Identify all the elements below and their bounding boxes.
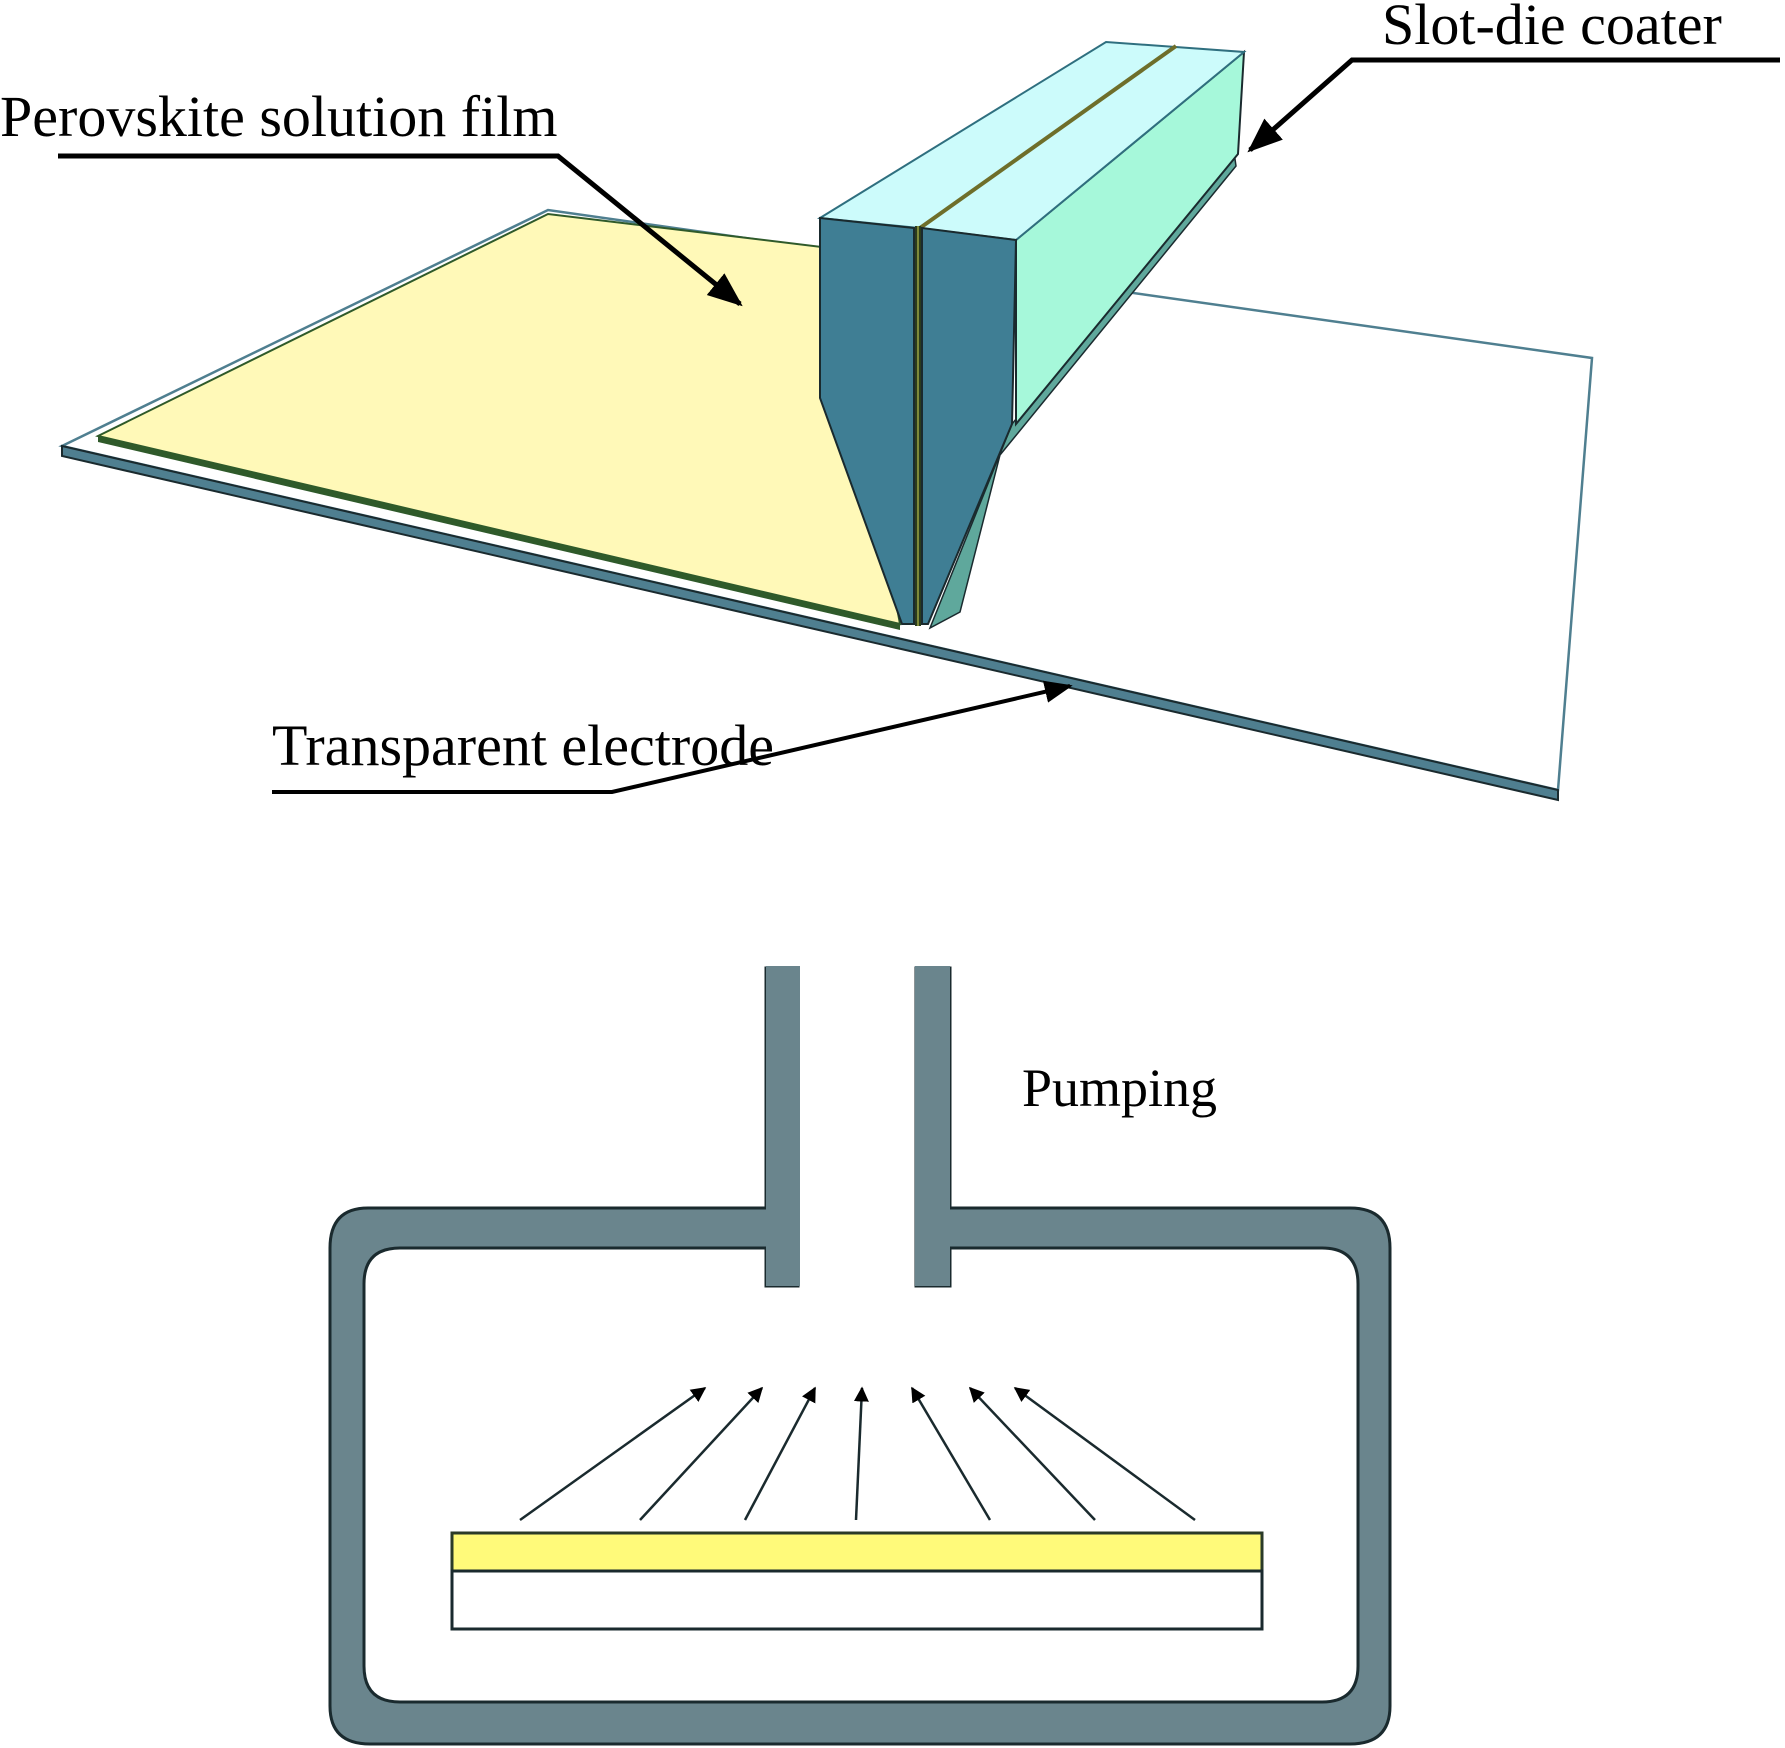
- pump-tube-right: [915, 966, 950, 1286]
- evaporation-arrow: [968, 1386, 1096, 1521]
- film-top-face: [95, 212, 902, 626]
- substrate-layer: [450, 1569, 1264, 1631]
- evaporation-arrow: [743, 1386, 817, 1521]
- coater-front-right-face: [921, 226, 1018, 625]
- evaporation-arrow: [519, 1386, 707, 1522]
- evaporation-arrow: [1013, 1386, 1196, 1522]
- coater-label-group: Slot-die coater: [1247, 0, 1780, 153]
- coater-label: Slot-die coater: [1382, 0, 1722, 57]
- film-edge: [98, 436, 900, 630]
- electrode-leader-arrow: [272, 680, 1073, 794]
- electrode-label: Transparent electrode: [272, 713, 774, 778]
- slot-die-coater: [816, 40, 1247, 630]
- electrode-label-group: Transparent electrode: [272, 680, 1073, 794]
- slot-die-panel: Perovskite solution film Slot-die coater…: [0, 0, 1780, 802]
- evaporation-arrows: [519, 1386, 1196, 1522]
- film-label-group: Perovskite solution film: [0, 84, 743, 307]
- evaporation-arrow: [910, 1386, 992, 1521]
- pump-tube-left: [766, 966, 800, 1286]
- pumping-label: Pumping: [1022, 1058, 1217, 1118]
- evaporation-arrow: [639, 1386, 764, 1521]
- electrode-front-edge: [61, 444, 1559, 802]
- coater-slot-line: [918, 44, 1178, 230]
- coater-front-left-face: [819, 216, 915, 625]
- vacuum-chamber-panel: Pumping: [328, 966, 1392, 1746]
- substrate-film-layer: [450, 1531, 1264, 1573]
- perovskite-film: [95, 212, 902, 630]
- chamber-wall: [328, 966, 1392, 1746]
- evaporation-arrow: [853, 1386, 869, 1521]
- film-label: Perovskite solution film: [0, 84, 557, 149]
- coater-leader-arrow: [1247, 57, 1780, 153]
- film-leader-arrow: [58, 153, 743, 307]
